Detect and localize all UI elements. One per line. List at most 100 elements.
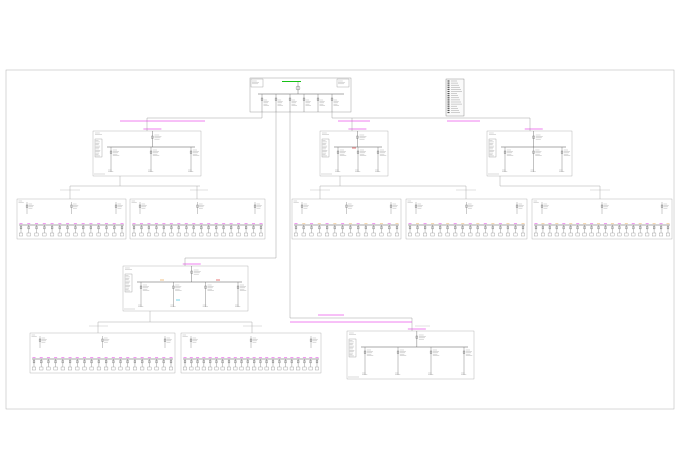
subpanel-load-box [19,232,23,237]
subpanel-feeder-breaker [89,226,92,230]
subpanel-feeder-breaker [54,360,57,364]
subpanel-feeder-breaker [491,226,494,230]
subpanel-load-box [534,232,538,237]
subpanel-a1 [16,198,127,240]
subpanel-load-box [379,232,384,237]
subpanel-load-box [659,232,664,237]
subpanel-feeder-breaker [548,226,551,230]
subpanel-feeder-breaker [408,226,412,230]
subpanel-upper-breaker [249,338,253,342]
subpanel-feeder-breaker [380,226,383,230]
subpanel-feeder-breaker [284,360,287,364]
subpanel-load-box [229,232,234,237]
panel-info-block [348,338,357,358]
subpanel-feeder-breaker [265,360,268,364]
subpanel-load-box [631,232,636,237]
subpanel-load-box [132,366,137,371]
legend-swatch [447,93,450,95]
panel-e [346,328,475,380]
subpanel-load-box [220,366,225,371]
subpanel-load-box [408,232,412,237]
subpanel-load-box [118,366,123,371]
subpanel-feeder-breaker [230,226,233,230]
main-feeder-breaker [330,97,334,101]
subpanel-load-box [154,366,159,371]
subpanel-load-box [214,232,219,237]
subpanel-load-box [239,366,244,371]
subpanel-load-box [340,232,345,237]
subpanel-feeder-breaker [364,226,367,230]
subpanel-feeder-breaker [357,226,360,230]
subpanel-load-box [540,232,545,237]
subpanel-upper-breaker [389,204,393,208]
subpanel-feeder-breaker [310,226,313,230]
subpanel-load-box [468,232,473,237]
subpanel-feeder-breaker [395,226,399,230]
subpanel-load-box [289,366,294,371]
subpanel-feeder-breaker [207,226,210,230]
panel-main-breaker [151,135,154,139]
subpanel-feeder-breaker [302,226,305,230]
legend-swatch [447,84,450,86]
subpanel-load-box [258,366,263,371]
subpanel-load-box [415,232,420,237]
panel-info-block [94,138,103,158]
subpanel-load-box [638,232,643,237]
subpanel-load-box [348,232,353,237]
subpanel-feeder-breaker [51,226,54,230]
subpanel-load-box [589,232,594,237]
panel-branch-breaker [429,350,433,354]
subpanel-feeder-breaker [318,226,321,230]
subpanel-load-box [199,232,204,237]
subpanel-feeder-breaker [47,360,50,364]
subpanel-feeder-breaker [112,360,115,364]
subpanel-feeder-breaker [185,226,188,230]
subpanel-b2 [405,198,528,240]
subpanel-load-box [259,232,263,237]
subpanel-feeder-breaker [148,360,151,364]
subpanel-load-box [309,232,314,237]
subpanel-upper-breaker [414,204,418,208]
subpanel-upper-breaker [300,204,304,208]
legend-swatch [447,97,450,99]
subpanel-load-box [154,232,159,237]
subpanel-feeder-breaker [97,360,100,364]
panel-branch-breaker [356,150,360,154]
subpanel-load-box [315,366,319,371]
subpanel-feeder-breaker [105,226,108,230]
subpanel-load-box [395,232,399,237]
subpanel-upper-breaker [25,204,29,208]
subpanel-feeder-breaker [666,226,670,230]
subpanel-feeder-breaker [431,226,434,230]
subpanel-load-box [89,366,94,371]
subpanel-load-box [60,366,65,371]
subpanel-load-box [75,366,80,371]
panel-branch-breaker [139,285,143,289]
main-feeder-breaker [302,97,306,101]
panel-branch-breaker [149,150,153,154]
subpanel-load-box [236,232,241,237]
subpanel-feeder-breaker [372,226,375,230]
main-switchboard [249,77,352,113]
subpanel-load-box [169,232,174,237]
subpanel-load-box [490,232,495,237]
subpanel-feeder-breaker [221,360,224,364]
subpanel-feeder-breaker [169,360,173,364]
subpanel-load-box [460,232,465,237]
subpanel-load-box [120,232,124,237]
subpanel-feeder-breaker [237,226,240,230]
main-switchboard-info-block [336,78,350,88]
subpanel-feeder-breaker [183,360,187,364]
subpanel-upper-breaker [309,338,313,342]
main-feeder-breaker [288,97,292,101]
subpanel-load-box [184,232,189,237]
subpanel-load-box [610,232,615,237]
subpanel-feeder-breaker [132,226,136,230]
subpanel-upper-breaker [345,204,348,208]
subpanel-feeder-breaker [446,226,449,230]
subpanel-load-box [206,232,211,237]
subpanel-feeder-breaker [618,226,621,230]
main-switchboard-title-block [250,78,264,88]
subpanel-load-box [50,232,55,237]
subpanel-load-box [645,232,650,237]
